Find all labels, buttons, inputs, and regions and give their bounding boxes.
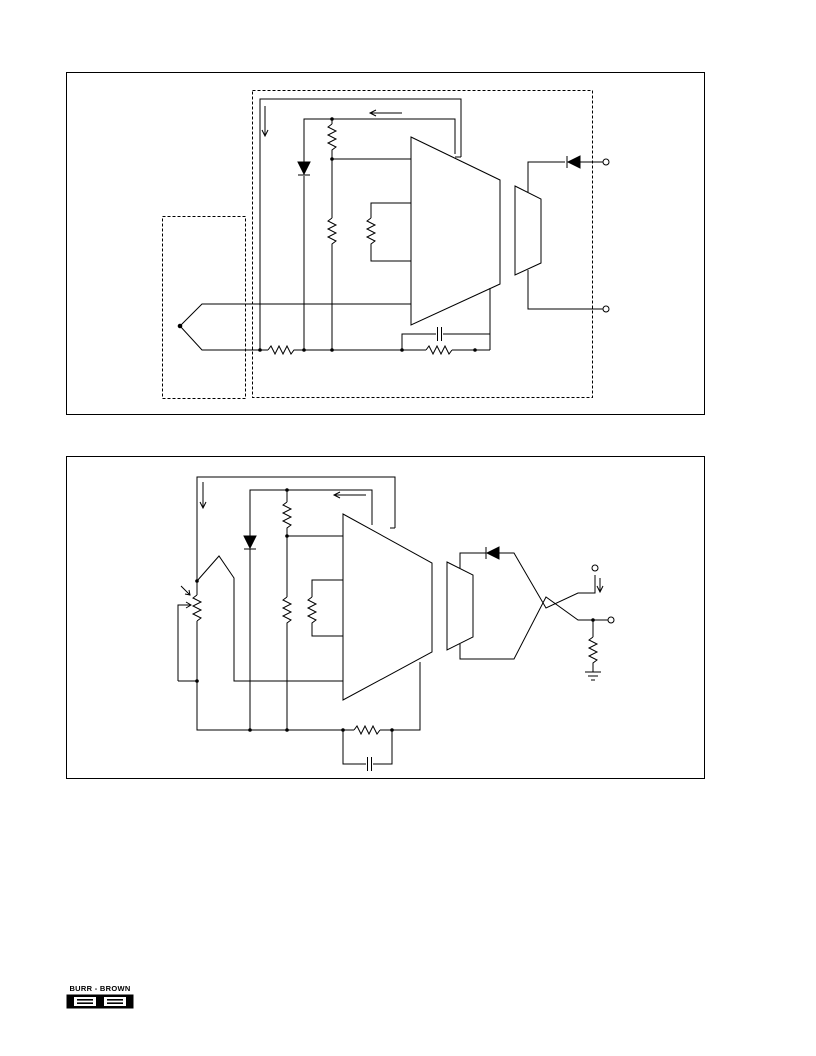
rtd-wiper	[177, 604, 191, 681]
feedback-resistor	[425, 344, 453, 356]
current-arrow-down-2-head	[199, 501, 207, 510]
capacitor-wire-left	[401, 333, 436, 350]
amplifier-body	[410, 136, 501, 326]
diode-branch-top	[303, 118, 456, 162]
figure-1-frame	[66, 72, 705, 415]
capacitor-wire-2-left	[342, 730, 366, 765]
outer-loop-wire	[196, 476, 396, 581]
thermocouple-lead-upper	[179, 303, 411, 327]
gain-resistor	[365, 217, 411, 262]
burr-brown-logo: BURR - BROWN	[66, 985, 134, 1009]
output-2-upper-wire	[459, 552, 486, 568]
current-arrow-left-2-head	[332, 491, 341, 499]
output-block-2	[446, 561, 474, 651]
rtd-arrow-head	[184, 589, 191, 596]
thermocouple-lead-lower	[179, 325, 260, 351]
rtd-zig	[196, 555, 343, 682]
amplifier-body-2	[342, 513, 433, 701]
figure-1-junctions	[258, 117, 477, 352]
bb-mark-icon	[66, 994, 134, 1009]
string-resistor-mid	[326, 217, 338, 350]
reference-diode-icon	[297, 161, 311, 176]
gain-resistor-2	[306, 596, 343, 637]
figure-1-circuit	[66, 72, 705, 415]
string-resistor-top	[326, 123, 338, 159]
rc-wire-2	[380, 662, 421, 731]
figure-2-circuit	[66, 456, 705, 779]
loop-terminal-minus	[602, 305, 610, 313]
sensor-enclosure-dashed	[162, 216, 246, 399]
load-resistor	[587, 636, 599, 672]
feedback-resistor-2	[353, 724, 381, 736]
figure-2-frame	[66, 456, 705, 779]
loop-return-left	[259, 98, 462, 350]
gain-resistor-2-wire	[311, 579, 343, 597]
current-arrow-down-head	[261, 129, 269, 138]
capacitor-wire-2-right	[373, 730, 393, 765]
output-diode-icon	[566, 155, 581, 169]
rail-resistor-left	[267, 344, 298, 356]
output-2-lower-wire	[459, 596, 608, 660]
rtd-wiper-head	[185, 601, 192, 609]
output-diode-2-icon	[485, 546, 500, 560]
gain-resistor-wire	[370, 202, 411, 218]
brand-text: BURR - BROWN	[69, 984, 131, 993]
receiver-terminal-top	[591, 564, 599, 572]
string-2-resistor-top	[281, 501, 293, 536]
rtd-arrow	[180, 585, 191, 596]
output-block	[514, 185, 542, 276]
receiver-terminal-right	[607, 616, 615, 624]
reference-diode-2-icon	[243, 535, 257, 550]
output-upper-wire	[527, 161, 565, 192]
loop-terminal-plus	[602, 158, 610, 166]
diode-branch-2-top	[249, 489, 373, 536]
figure-2-junctions	[195, 488, 595, 732]
rtd-wire-bottom	[196, 621, 250, 731]
output-lower-wire	[527, 270, 603, 310]
string-2-resistor-mid	[281, 596, 293, 730]
twisted-pair-a	[499, 552, 596, 609]
transmitter-enclosure-dashed	[252, 90, 593, 398]
capacitor-wire-right	[443, 333, 491, 350]
current-arrow-left-head	[368, 109, 377, 117]
receiver-arrow-head	[596, 585, 604, 594]
thermocouple-junction	[177, 323, 183, 329]
rtd-resistor	[191, 594, 203, 622]
